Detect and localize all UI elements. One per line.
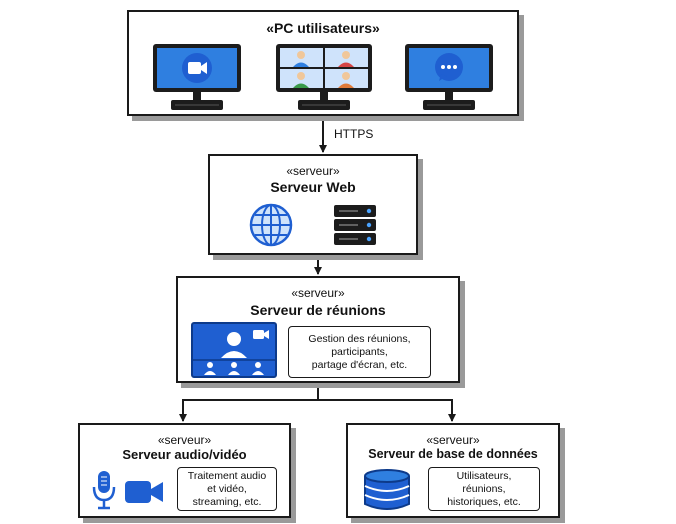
note-line: streaming, etc. [192,495,262,508]
microphone-icon [92,471,116,510]
node-title: Serveur de base de données [368,447,538,461]
node-title: Serveur de réunions [250,302,386,318]
note-line: participants, [331,345,388,358]
database-icon [364,469,410,510]
db-server-note: Utilisateurs, réunions, historiques, etc… [428,467,540,511]
meeting-server-note: Gestion des réunions, participants, part… [288,326,431,378]
globe-icon [249,203,293,247]
node-pc-utilisateurs: «PC utilisateurs» [127,10,519,116]
note-line: partage d'écran, etc. [311,358,408,371]
node-stereotype: «serveur» [286,164,340,178]
node-serveur-audio-video: «serveur» Serveur audio/vidéo Traitement… [78,423,291,518]
node-stereotype: «serveur» [426,433,480,447]
note-line: réunions, [462,482,506,495]
note-line: historiques, etc. [447,495,521,508]
node-stereotype: «serveur» [157,433,212,447]
node-serveur-base-de-donnees: «serveur» Serveur de base de données Uti… [346,423,560,518]
edge-meeting-to-db [318,399,456,422]
node-title: Serveur audio/vidéo [122,447,247,462]
note-line: Utilisateurs, [456,469,512,482]
note-line: et vidéo, [207,482,247,495]
node-serveur-web: «serveur» Serveur Web [208,154,418,255]
node-title: «PC utilisateurs» [266,20,380,36]
video-meeting-screen-icon [191,322,277,378]
node-stereotype: «serveur» [291,286,345,300]
note-line: Gestion des réunions, [308,332,411,345]
video-camera-icon [125,481,163,503]
edge-label-https: HTTPS [334,127,374,141]
node-title: Serveur Web [270,179,356,195]
edge-meeting-to-av [179,383,319,422]
av-server-note: Traitement audio et vidéo, streaming, et… [177,467,277,511]
chat-bubble-monitor-icon [405,44,493,110]
server-rack-icon [334,205,376,245]
video-camera-monitor-icon [153,44,241,110]
node-serveur-reunions: «serveur» Serveur de réunions Gestion de… [176,276,460,383]
video-conference-grid-monitor-icon [276,44,372,110]
note-line: Traitement audio [187,469,267,482]
